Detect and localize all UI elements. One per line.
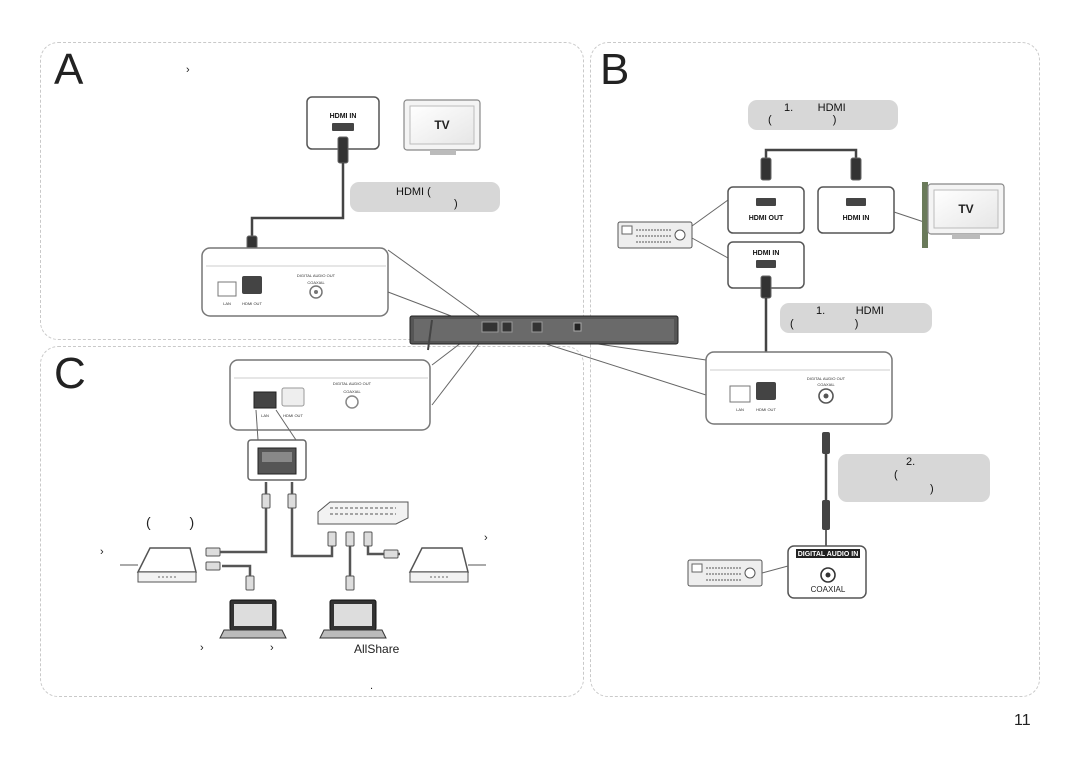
panel-a-heading-fragment: › bbox=[186, 64, 190, 76]
panel-b-note-top-line2: ( ) bbox=[768, 114, 837, 126]
panel-c-paren-fragment: ( ) bbox=[146, 514, 195, 530]
panel-c-bottom-fragment-1: › bbox=[200, 642, 204, 654]
hdmi-cable-b-top bbox=[760, 148, 862, 181]
hdmi-cable bbox=[246, 136, 349, 261]
modem-icon-left bbox=[120, 547, 197, 583]
panel-b-note-bottom: 2. ( ) bbox=[838, 454, 990, 502]
allshare-label: AllShare bbox=[354, 642, 400, 656]
hdmi-out-label-b: HDMI OUT bbox=[756, 407, 776, 412]
hdmi-out-port-box: HDMI OUT bbox=[727, 186, 805, 234]
panel-a-note: HDMI ( ) bbox=[350, 182, 500, 212]
panel-c-bottom-fragment-2: › bbox=[270, 642, 274, 654]
av-receiver-icon bbox=[617, 221, 693, 249]
digital-audio-in-label: DIGITAL AUDIO IN bbox=[798, 551, 859, 558]
panel-b-note-top-line1: 1. HDMI bbox=[784, 102, 846, 114]
av-receiver-icon-bottom bbox=[687, 559, 763, 587]
coaxial-cable bbox=[822, 432, 830, 548]
panel-b-note-bottom-line2: ( bbox=[894, 469, 898, 481]
player-back-panel-zoom-b: LAN HDMI OUT DIGITAL AUDIO OUT COAXIAL bbox=[705, 351, 893, 425]
coaxial-in-label: COAXIAL bbox=[811, 585, 846, 594]
panel-a-note-line2: ) bbox=[454, 198, 458, 210]
panel-b-letter: B bbox=[600, 45, 630, 94]
lan-port-zoom bbox=[247, 439, 307, 481]
coaxial-label: COAXIAL bbox=[307, 280, 325, 285]
hdmi-out-box-label: HDMI OUT bbox=[749, 215, 784, 222]
panel-b-note-bottom-line1: 2. bbox=[906, 456, 916, 468]
player-back-panel-zoom: LAN HDMI OUT DIGITAL AUDIO OUT COAXIAL bbox=[201, 247, 389, 317]
panel-a-letter: A bbox=[54, 45, 84, 94]
lan-label-c: LAN bbox=[261, 413, 269, 418]
panel-a-note-line1: HDMI ( bbox=[396, 186, 431, 198]
digital-audio-out-label-b: DIGITAL AUDIO OUT bbox=[807, 376, 846, 381]
panel-c bbox=[40, 346, 584, 697]
tv-icon-b: TV bbox=[922, 182, 1005, 248]
digital-audio-out-label: DIGITAL AUDIO OUT bbox=[297, 273, 336, 278]
modem-icon-right bbox=[408, 547, 486, 583]
panel-b bbox=[590, 42, 1040, 697]
panel-b-note-top: 1. HDMI ( ) bbox=[748, 100, 898, 130]
panel-c-right-fragment: › bbox=[484, 532, 488, 544]
lan-label-b: LAN bbox=[736, 407, 744, 412]
laptop-icon-right bbox=[319, 599, 387, 639]
hdmi-in-tv-port-box: HDMI IN bbox=[817, 186, 895, 234]
panel-b-note-mid: 1. HDMI ( ) bbox=[780, 303, 932, 333]
panel-b-note-mid-line2: ( ) bbox=[790, 318, 859, 330]
router-icon bbox=[317, 501, 409, 525]
digital-audio-out-label-c: DIGITAL AUDIO OUT bbox=[333, 381, 372, 386]
digital-audio-in-port-box: DIGITAL AUDIO IN COAXIAL bbox=[787, 545, 867, 599]
tv-icon: TV bbox=[403, 99, 481, 155]
panel-a bbox=[40, 42, 584, 340]
panel-b-note-bottom-line3: ) bbox=[930, 483, 934, 495]
hdmi-in-receiver-label: HDMI IN bbox=[753, 250, 780, 257]
ethernet-cables bbox=[220, 482, 400, 584]
hdmi-out-label: HDMI OUT bbox=[242, 301, 262, 306]
panel-b-note-mid-line1: 1. HDMI bbox=[816, 305, 884, 317]
hdmi-in-tv-label: HDMI IN bbox=[843, 215, 870, 222]
hdmi-in-label: HDMI IN bbox=[330, 113, 357, 120]
hdmi-out-label-c: HDMI OUT bbox=[283, 413, 303, 418]
panel-c-letter: C bbox=[54, 349, 86, 398]
page-number: 11 bbox=[1014, 712, 1031, 729]
laptop-icon-left bbox=[219, 599, 287, 639]
lan-label: LAN bbox=[223, 301, 231, 306]
panel-c-period: . bbox=[370, 680, 374, 692]
player-back-panel-zoom-c: LAN HDMI OUT DIGITAL AUDIO OUT COAXIAL bbox=[229, 359, 431, 431]
tv-b-label: TV bbox=[958, 202, 973, 216]
hdmi-in-port-box: HDMI IN bbox=[306, 96, 380, 150]
coaxial-label-b: COAXIAL bbox=[817, 382, 835, 387]
panel-c-left-fragment: › bbox=[100, 546, 104, 558]
tv-label: TV bbox=[434, 118, 449, 132]
player-body bbox=[409, 315, 679, 351]
coaxial-label-c: COAXIAL bbox=[343, 389, 361, 394]
